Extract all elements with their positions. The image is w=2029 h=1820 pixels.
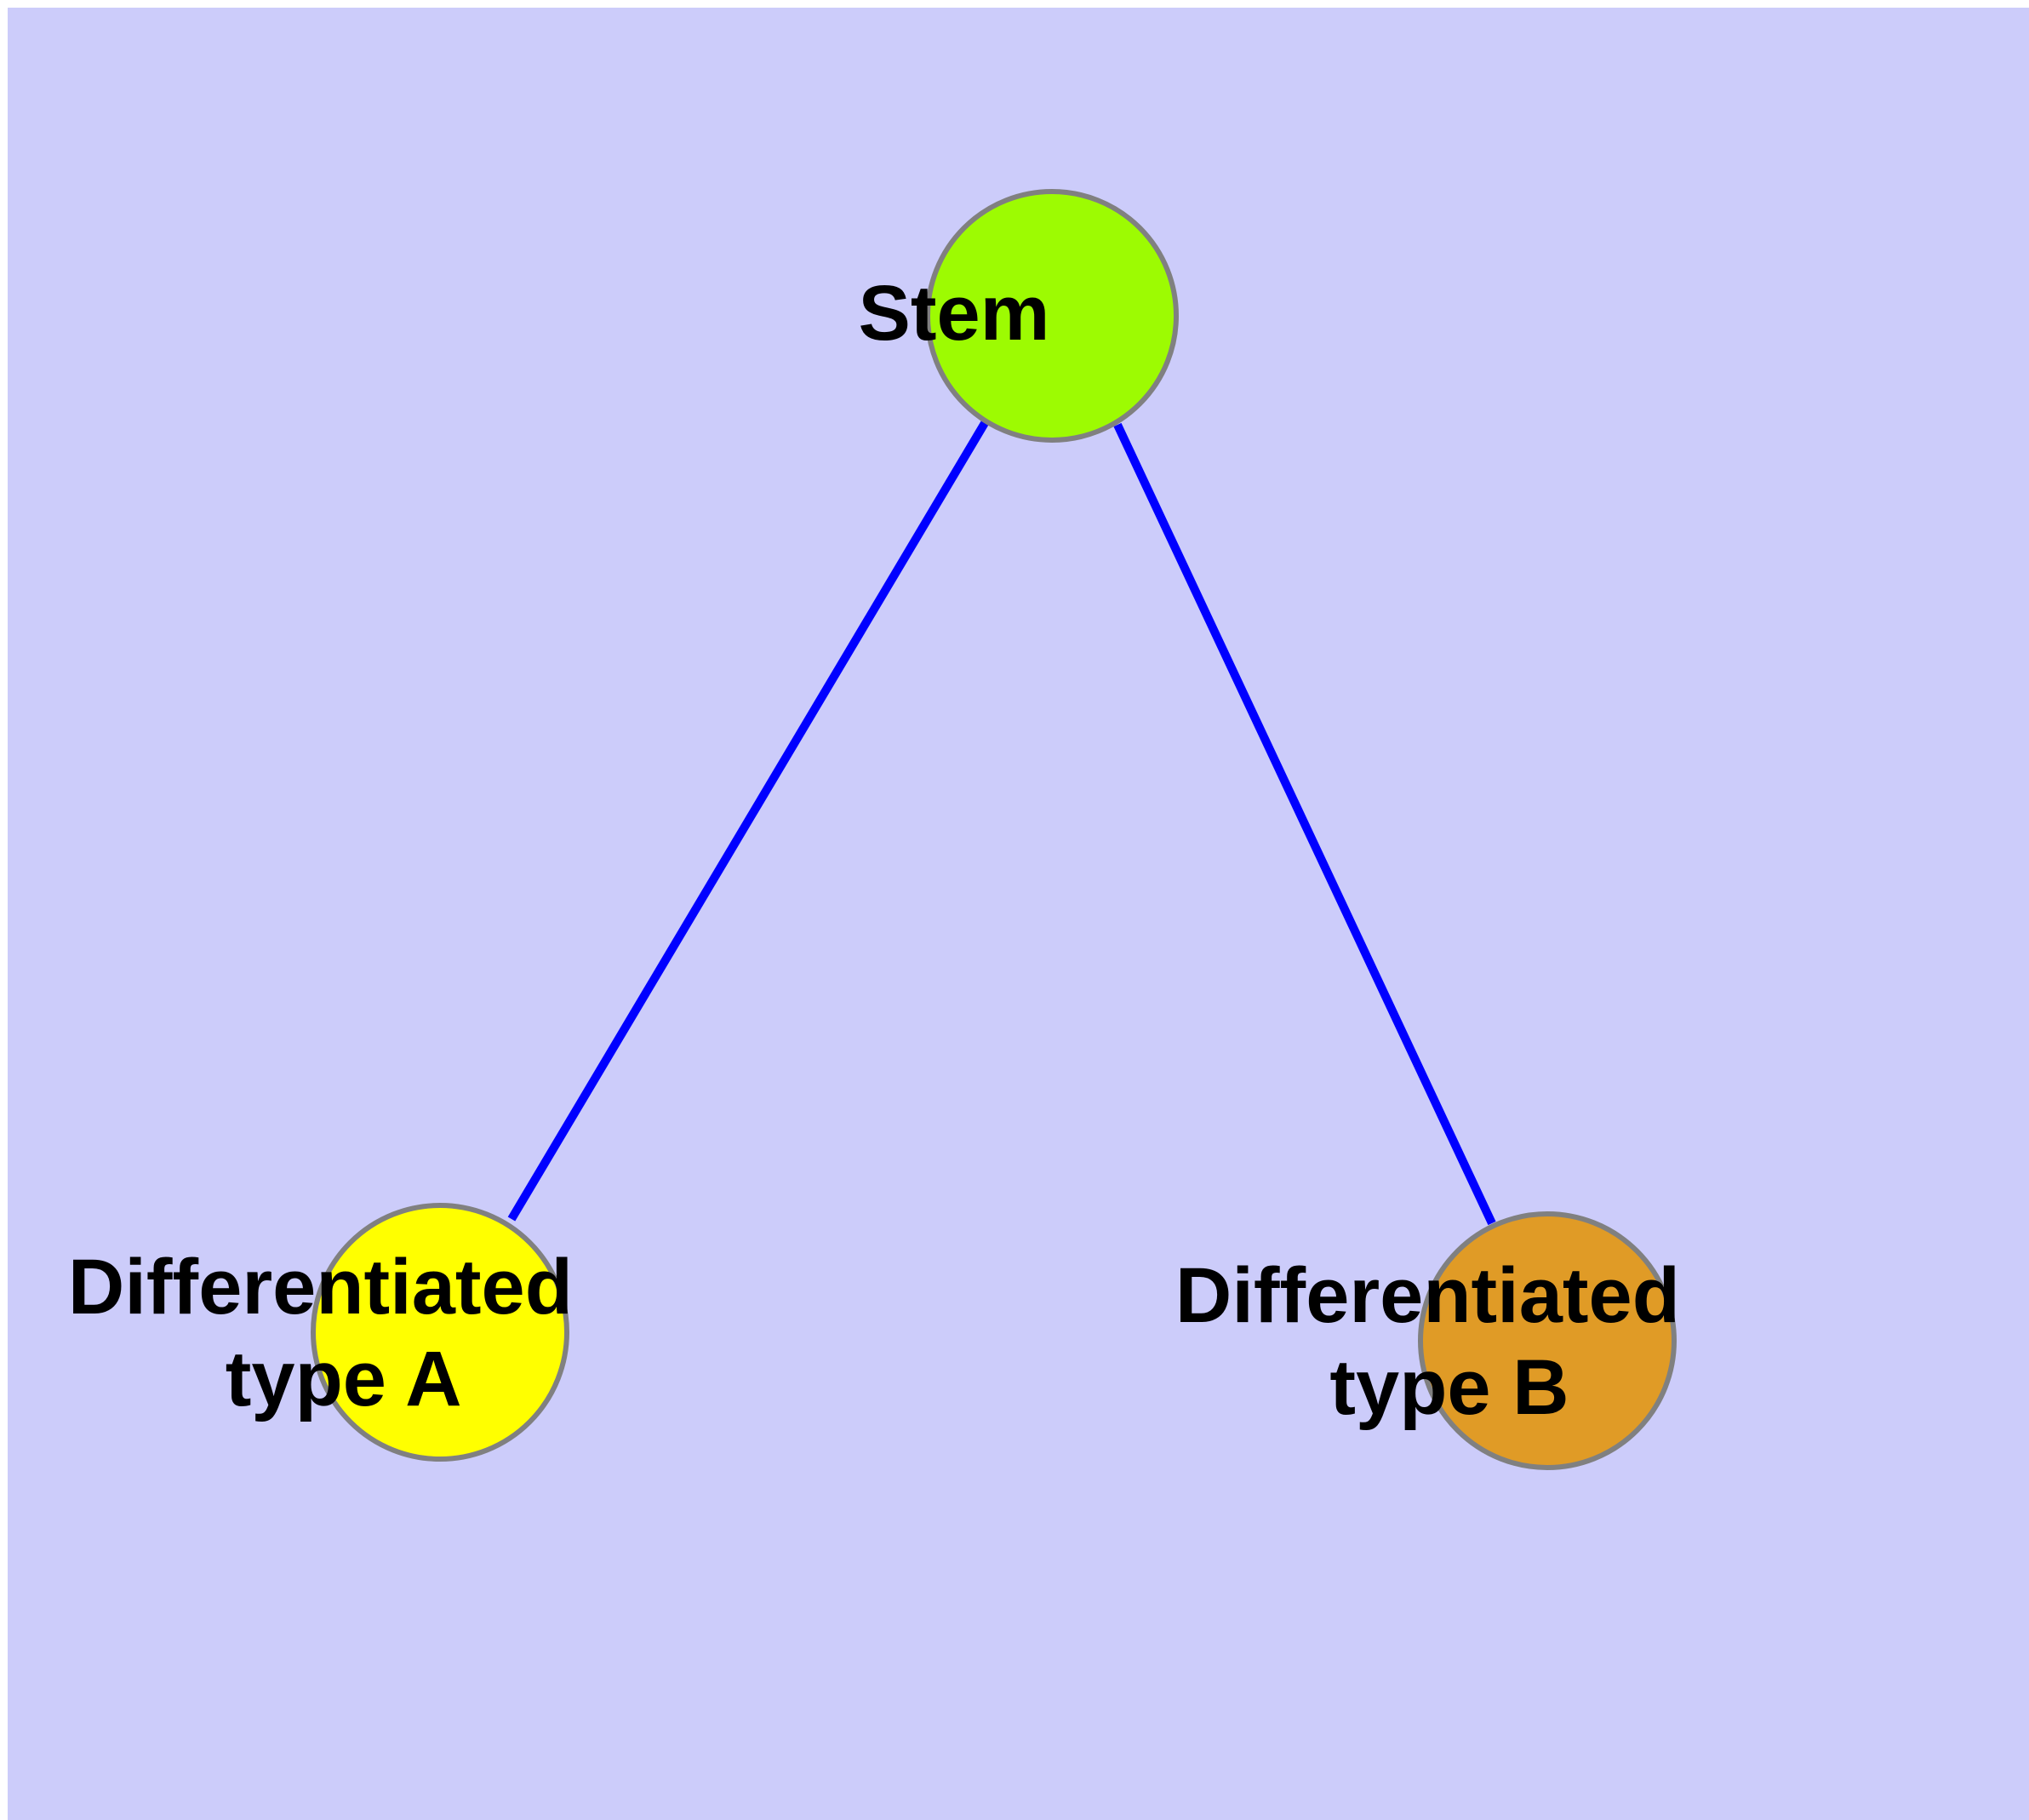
graph-svg: Stem Differentiated type A Differentiate… — [68, 189, 1919, 1470]
node-layer — [311, 189, 1677, 1470]
node-label-diff-b-line-1: Differentiated — [1175, 1252, 1680, 1339]
node-label-diff-a-line-2: type A — [226, 1336, 460, 1422]
node-label-diff-a-line-1: Differentiated — [68, 1244, 573, 1331]
node-label-diff-b-line-2: type B — [1329, 1344, 1569, 1431]
node-diff-b[interactable] — [1418, 1211, 1677, 1470]
node-label-diff-b: Differentiated type B — [1175, 1252, 1919, 1431]
node-label-stem: Stem — [858, 270, 1245, 357]
node-stem[interactable] — [925, 189, 1179, 443]
edge-layer — [507, 421, 1496, 1226]
node-diff-a[interactable] — [311, 1203, 569, 1462]
node-circle-diff-b[interactable] — [1418, 1211, 1677, 1470]
node-circle-diff-a[interactable] — [311, 1203, 569, 1462]
edge-stem-to-diff-b[interactable] — [1113, 422, 1496, 1226]
edge-stem-to-diff-a[interactable] — [507, 421, 989, 1222]
diagram-plot-area: Stem Differentiated type A Differentiate… — [8, 8, 2029, 1820]
node-circle-stem[interactable] — [925, 189, 1179, 443]
label-layer: Stem Differentiated type A Differentiate… — [68, 270, 1919, 1431]
node-label-diff-a: Differentiated type A — [68, 1244, 812, 1422]
node-label-stem-line-1: Stem — [858, 270, 1049, 357]
